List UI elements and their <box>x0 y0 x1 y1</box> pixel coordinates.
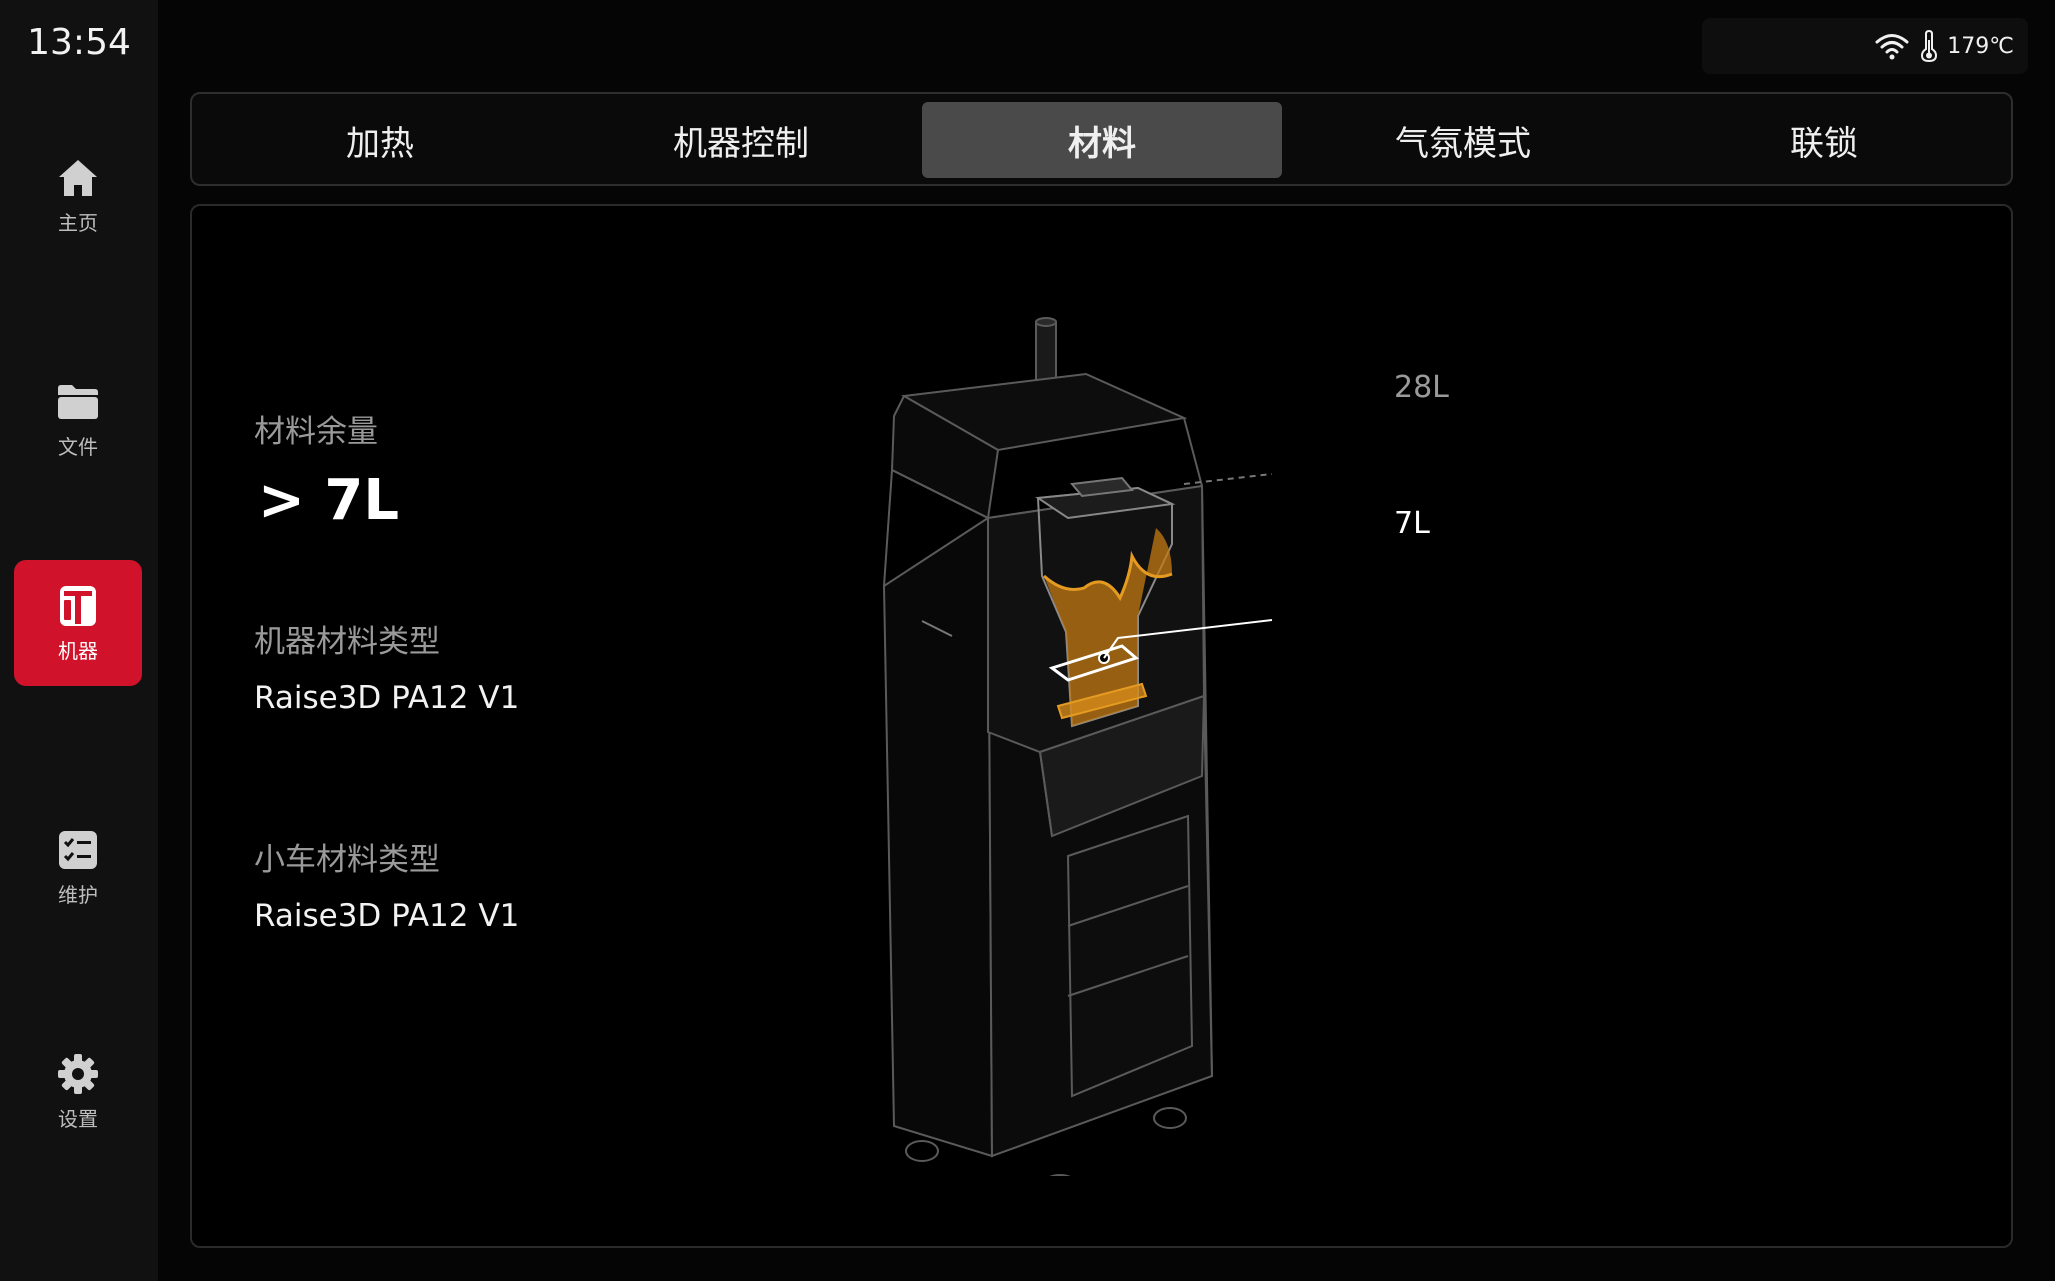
tab-bar: 加热 机器控制 材料 气氛模式 联锁 <box>190 92 2013 186</box>
machine-illustration <box>882 317 1273 1176</box>
sidebar-item-home[interactable]: 主页 <box>14 132 142 258</box>
sidebar-item-label: 设置 <box>58 1106 98 1131</box>
sidebar-item-label: 文件 <box>58 434 98 459</box>
current-level-label: 7L <box>1394 506 1430 541</box>
sidebar-item-files[interactable]: 文件 <box>14 356 142 482</box>
cart-material-type-label: 小车材料类型 <box>254 842 440 878</box>
gear-icon <box>58 1053 98 1094</box>
sidebar-item-label: 机器 <box>58 638 98 663</box>
cart-material-type-value: Raise3D PA12 V1 <box>254 898 520 934</box>
remaining-value: > 7L <box>258 468 400 533</box>
sidebar-item-label: 维护 <box>58 882 98 907</box>
machine-icon <box>60 585 96 626</box>
tab-machine-control[interactable]: 机器控制 <box>673 123 809 164</box>
tab-material[interactable]: 材料 <box>922 102 1282 178</box>
temperature-readout: 179℃ <box>1947 33 2014 59</box>
tab-heating[interactable]: 加热 <box>346 123 414 164</box>
material-panel: 材料余量 > 7L 机器材料类型 Raise3D PA12 V1 小车材料类型 … <box>190 204 2013 1248</box>
remaining-label: 材料余量 <box>254 414 378 450</box>
home-icon <box>59 159 97 196</box>
status-area: 179℃ <box>1702 18 2028 74</box>
sidebar-item-machine[interactable]: 机器 <box>14 560 142 686</box>
sidebar-item-label: 主页 <box>58 210 98 235</box>
tab-interlock[interactable]: 联锁 <box>1790 123 1858 164</box>
machine-material-type-label: 机器材料类型 <box>254 624 440 660</box>
clock: 13:54 <box>27 22 131 63</box>
checklist-icon <box>59 830 97 869</box>
sidebar: 13:54 主页 文件 机器 <box>0 0 158 1281</box>
wifi-icon <box>1875 34 1909 60</box>
machine-material-type-value: Raise3D PA12 V1 <box>254 680 520 716</box>
tab-atmosphere-mode[interactable]: 气氛模式 <box>1395 123 1531 164</box>
max-level-label: 28L <box>1394 370 1449 405</box>
sidebar-item-settings[interactable]: 设置 <box>14 1028 142 1154</box>
sidebar-item-maintenance[interactable]: 维护 <box>14 804 142 930</box>
folder-icon <box>58 384 98 419</box>
thermometer-icon <box>1921 30 1938 62</box>
